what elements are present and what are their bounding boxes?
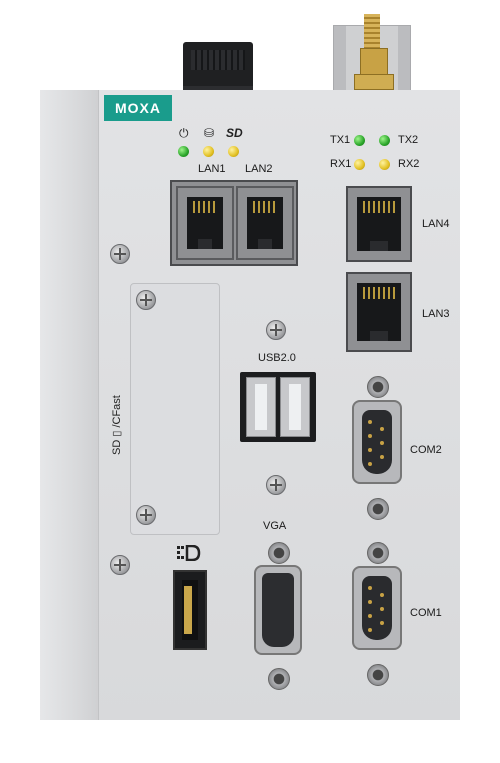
com1-standoff-top: [367, 542, 389, 564]
com2-label: COM2: [410, 444, 442, 456]
top-power-connector: [183, 42, 253, 92]
com2-port[interactable]: [352, 372, 402, 522]
antenna-thread: [364, 14, 380, 50]
vga-standoff-bottom: [268, 668, 290, 690]
rx1-led: [354, 159, 365, 170]
sd-led: [228, 146, 239, 157]
com1-connector[interactable]: [352, 566, 402, 650]
tx2-label: TX2: [398, 134, 419, 146]
com2-standoff-top: [367, 376, 389, 398]
lan4-port[interactable]: [346, 186, 412, 262]
power-icon: ⏻: [179, 126, 189, 140]
usb-port-2[interactable]: [280, 377, 310, 437]
com1-label: COM1: [410, 607, 442, 619]
usb-label: USB2.0: [258, 352, 296, 364]
lan1-port[interactable]: [176, 186, 234, 260]
panel-screw: [110, 555, 130, 575]
lan2-label: LAN2: [245, 163, 273, 175]
tx1-label: TX1: [330, 134, 351, 146]
slot-cover-screw-bottom[interactable]: [136, 505, 156, 525]
com2-standoff-bottom: [367, 498, 389, 520]
panel-screw: [110, 244, 130, 264]
lan3-label: LAN3: [422, 308, 450, 320]
antenna-connector: [333, 14, 411, 92]
com1-port[interactable]: [352, 538, 402, 688]
lan1-label: LAN1: [198, 163, 226, 175]
din-rail-side: [40, 90, 99, 720]
storage-led: [203, 146, 214, 157]
displayport-port[interactable]: [173, 570, 207, 650]
panel-screw: [266, 475, 286, 495]
slot-cover-screw-top[interactable]: [136, 290, 156, 310]
vga-port[interactable]: [254, 565, 302, 655]
panel-screw: [266, 320, 286, 340]
sd-cfast-label: SD ▯ /CFast: [111, 395, 123, 455]
tx2-led: [379, 135, 390, 146]
sd-icon: SD: [226, 126, 243, 140]
usb-port-block: [240, 372, 316, 442]
tx1-led: [354, 135, 365, 146]
moxa-logo: MOXA: [104, 95, 172, 121]
vga-label: VGA: [263, 520, 287, 532]
usb-port-1[interactable]: [246, 377, 276, 437]
storage-slot-cover[interactable]: [130, 283, 220, 535]
lan1-lan2-port-block: [170, 180, 298, 266]
lan4-label: LAN4: [422, 218, 450, 230]
vga-standoff-top: [268, 542, 290, 564]
antenna-nut: [360, 48, 388, 76]
power-led: [178, 146, 189, 157]
com1-standoff-bottom: [367, 664, 389, 686]
com2-connector[interactable]: [352, 400, 402, 484]
lan3-port[interactable]: [346, 272, 412, 352]
rx1-label: RX1: [330, 158, 352, 170]
storage-icon: ⛁: [204, 126, 215, 140]
antenna-bracket-right: [398, 26, 410, 91]
displayport-icon: [176, 544, 202, 562]
rx2-label: RX2: [398, 158, 420, 170]
antenna-bracket-left: [334, 26, 346, 91]
lan2-port[interactable]: [236, 186, 294, 260]
antenna-base: [354, 74, 394, 90]
rx2-led: [379, 159, 390, 170]
